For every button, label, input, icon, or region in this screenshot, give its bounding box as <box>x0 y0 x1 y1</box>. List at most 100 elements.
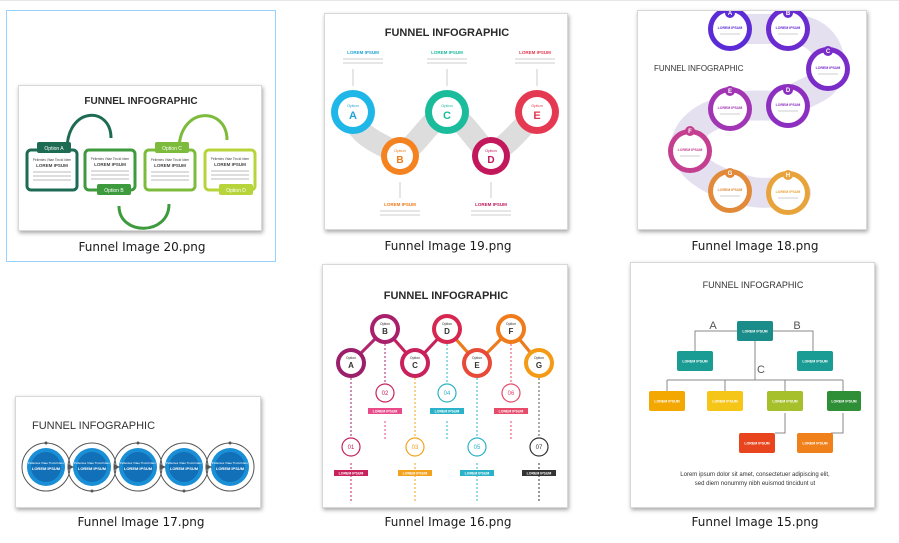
thumb-label: LOREM IPSUM <box>475 202 507 207</box>
thumb-label: 02 <box>382 391 389 397</box>
thumb-label: Pellentes Vitae Tincid Idem <box>211 157 250 161</box>
thumb-label: LOREM IPSUM <box>347 50 379 55</box>
thumb-label: 05 <box>474 445 481 451</box>
toolbar-divider <box>0 0 899 4</box>
thumb-label: D <box>487 155 494 166</box>
thumb-label: LOREM IPSUM <box>718 106 743 110</box>
thumbnail-17: FUNNEL INFOGRAPHIC <box>15 396 261 508</box>
thumb-label: LOREM IPSUM <box>216 466 245 471</box>
thumb-label: Option C <box>162 146 182 152</box>
file-name[interactable]: Funnel Image 20.png <box>78 240 206 254</box>
file-tile-16[interactable]: FUNNEL INFOGRAPHIC Option A Option B Opt… <box>313 262 583 529</box>
thumb-label: LOREM IPSUM <box>831 400 856 404</box>
thumb-label: LOREM IPSUM <box>744 442 769 446</box>
file-tile-15[interactable]: FUNNEL INFOGRAPHIC A B C <box>620 262 890 529</box>
thumb-label: C <box>412 361 418 370</box>
thumb-label: Option <box>441 103 453 108</box>
thumb-label: Lorem ipsum dolor sit amet, consectetuer… <box>680 472 830 478</box>
thumbnail-19: FUNNEL INFOGRAPHIC LOREM IPSUM LOREM IPS… <box>324 13 568 230</box>
thumb-title: FUNNEL INFOGRAPHIC <box>32 420 155 432</box>
file-tile-19[interactable]: FUNNEL INFOGRAPHIC LOREM IPSUM LOREM IPS… <box>313 10 583 262</box>
thumbnail-18: FUNNEL INFOGRAPHIC A B C D E F G H <box>637 10 867 230</box>
thumb-label: Option <box>506 322 516 326</box>
thumb-label: D <box>444 327 450 336</box>
thumb-label: Pellentes Vitae Tincid Idem <box>120 461 157 465</box>
thumb-label: LOREM IPSUM <box>776 190 801 194</box>
thumb-label: LOREM IPSUM <box>170 466 199 471</box>
file-tile-18[interactable]: FUNNEL INFOGRAPHIC A B C D E F G H <box>620 10 890 262</box>
thumb-title: FUNNEL INFOGRAPHIC <box>654 64 744 73</box>
thumb-label: Option <box>534 356 544 360</box>
thumb-label: LOREM IPSUM <box>772 400 797 404</box>
thumb-label: 01 <box>348 445 355 451</box>
thumb-label: Option <box>485 148 497 153</box>
thumb-label: LOREM IPSUM <box>431 50 463 55</box>
file-name[interactable]: Funnel Image 17.png <box>77 515 205 529</box>
thumb-label: Pellentes Vitae Tincid Idem <box>74 461 111 465</box>
thumb-label: sed diem nonummy nibh euismod tincidunt … <box>695 481 816 487</box>
thumb-label: 06 <box>508 391 515 397</box>
thumb-label: Option <box>346 356 356 360</box>
thumb-label: Pellentes Vitae Tincid Idem <box>33 158 72 162</box>
thumb-label: Option A <box>44 146 64 152</box>
thumb-label: C <box>826 49 831 55</box>
thumb-label: Pellentes Vitae Tincid Idem <box>28 461 65 465</box>
thumb-label: A <box>348 361 354 370</box>
thumb-label: A <box>349 110 357 122</box>
thumb-label: LOREM IPSUM <box>78 466 107 471</box>
thumb-label: LOREM IPSUM <box>435 410 460 414</box>
thumb-label: B <box>786 11 791 17</box>
thumb-label: LOREM IPSUM <box>519 50 551 55</box>
thumb-label: LOREM IPSUM <box>154 163 186 168</box>
thumb-label: Option <box>531 103 543 108</box>
thumb-label: E <box>728 89 732 95</box>
thumb-label: LOREM IPSUM <box>816 66 841 70</box>
thumb-label: LOREM IPSUM <box>776 103 801 107</box>
thumb-label: Option <box>472 356 482 360</box>
thumb-label: E <box>474 361 480 370</box>
thumb-label: LOREM IPSUM <box>403 472 428 476</box>
thumb-label: 07 <box>536 445 543 451</box>
file-tile-17[interactable]: FUNNEL INFOGRAPHIC <box>6 262 276 529</box>
thumb-label: LOREM IPSUM <box>654 400 679 404</box>
thumb-label: Pellentes Vitae Tincid Idem <box>91 157 130 161</box>
file-tile-20[interactable]: FUNNEL INFOGRAPHIC Option A Option B Opt… <box>6 10 276 262</box>
thumb-label: LOREM IPSUM <box>718 188 743 192</box>
thumb-label: LOREM IPSUM <box>678 148 703 152</box>
thumbnail-16: FUNNEL INFOGRAPHIC Option A Option B Opt… <box>322 264 568 508</box>
thumb-label: C <box>443 110 451 122</box>
thumb-title: FUNNEL INFOGRAPHIC <box>703 280 804 290</box>
file-name[interactable]: Funnel Image 18.png <box>691 239 819 253</box>
thumb-label: G <box>536 361 542 370</box>
thumb-label: LOREM IPSUM <box>465 472 490 476</box>
thumb-label: Option <box>442 322 452 326</box>
thumb-label: Option <box>380 322 390 326</box>
thumb-label: LOREM IPSUM <box>682 360 707 364</box>
thumb-label: E <box>533 110 540 122</box>
thumb-label: LOREM IPSUM <box>802 442 827 446</box>
thumb-label: LOREM IPSUM <box>32 466 61 471</box>
thumb-label: A <box>728 11 733 17</box>
file-name[interactable]: Funnel Image 15.png <box>691 515 819 529</box>
thumb-label: LOREM IPSUM <box>742 330 767 334</box>
thumb-label: B <box>382 327 388 336</box>
thumb-label: 03 <box>412 445 419 451</box>
thumb-label: LOREM IPSUM <box>339 472 364 476</box>
thumb-label: F <box>509 327 514 336</box>
thumb-label: Pellentes Vitae Tincid Idem <box>166 461 203 465</box>
thumb-label: G <box>728 171 733 177</box>
thumb-label: Pellentes Vitae Tincid Idem <box>212 461 249 465</box>
thumb-label: LOREM IPSUM <box>36 163 68 168</box>
thumb-label: LOREM IPSUM <box>527 472 552 476</box>
thumb-label: Option D <box>226 188 246 194</box>
thumb-label: LOREM IPSUM <box>214 162 246 167</box>
thumb-label: LOREM IPSUM <box>776 26 801 30</box>
file-name[interactable]: Funnel Image 16.png <box>384 515 512 529</box>
thumb-label: LOREM IPSUM <box>384 202 416 207</box>
thumb-label: H <box>786 173 790 179</box>
thumb-label: LOREM IPSUM <box>499 410 524 414</box>
file-name[interactable]: Funnel Image 19.png <box>384 239 512 253</box>
thumb-label: LOREM IPSUM <box>124 466 153 471</box>
thumb-label: LOREM IPSUM <box>802 360 827 364</box>
thumbnail-20: FUNNEL INFOGRAPHIC Option A Option B Opt… <box>18 85 262 231</box>
